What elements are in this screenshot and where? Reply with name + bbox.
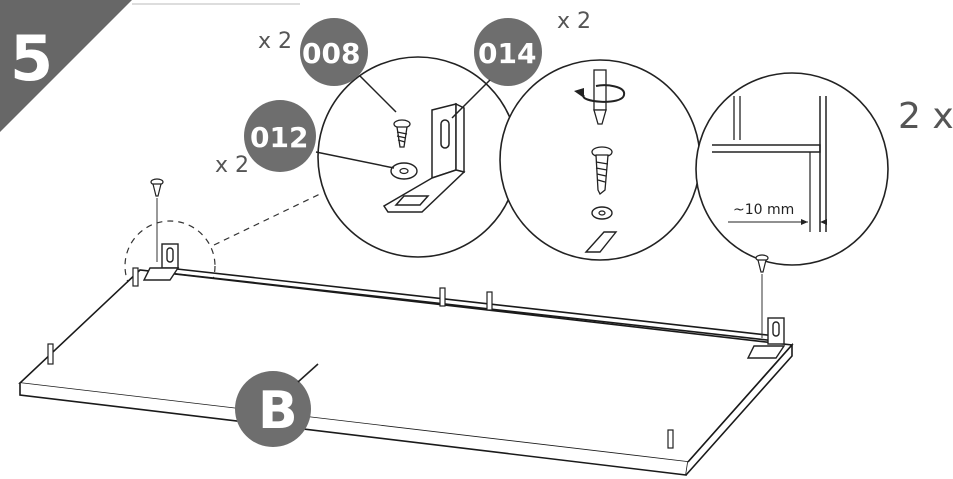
svg-text:014: 014: [478, 37, 536, 70]
repeat-count: 2 x: [898, 96, 953, 137]
mounted-bracket-right: [746, 317, 786, 359]
callout-leader: [213, 192, 323, 246]
bracket-qty: x 2: [557, 9, 591, 34]
washer-qty: x 2: [215, 153, 249, 178]
mounted-bracket-left: [142, 243, 180, 281]
panel-label: B: [258, 381, 298, 441]
svg-text:012: 012: [250, 121, 308, 154]
panel-b: [18, 267, 794, 476]
dowel-icon: [47, 267, 674, 449]
screwdriver-icon: [593, 69, 607, 125]
washer-icon: [390, 162, 418, 180]
rotation-arrow-icon: [574, 84, 626, 103]
screw-icon: [393, 119, 411, 148]
part-bubble-014: 014: [451, 18, 542, 119]
detail-circle-gap: ~10 mm: [695, 72, 889, 266]
step-number: 5: [10, 22, 53, 95]
bracket-icon: [382, 102, 466, 213]
panel-label-bubble: B: [235, 363, 319, 447]
screw-qty: x 2: [258, 29, 292, 54]
bracket-slot: [584, 231, 618, 253]
step-badge: 5: [0, 0, 300, 132]
part-bubble-012: 012: [244, 100, 395, 172]
detail-circle-parts: [317, 56, 519, 258]
svg-text:008: 008: [302, 37, 360, 70]
gap-label: ~10 mm: [733, 202, 794, 218]
screw-icon: [755, 254, 769, 273]
detail-circle-screwing: [499, 59, 701, 261]
part-bubble-008: 008: [300, 18, 397, 113]
screw-icon: [591, 146, 613, 196]
screw-icon: [150, 178, 164, 197]
washer-icon: [591, 206, 613, 220]
